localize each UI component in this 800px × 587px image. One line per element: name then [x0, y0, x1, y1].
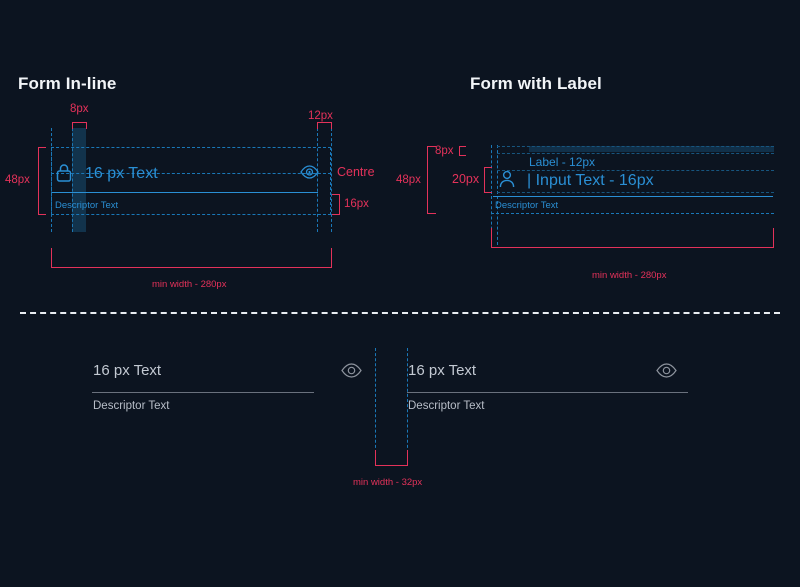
bracket-inline-descriptor-gap — [332, 194, 340, 215]
guide-gutter-left — [375, 348, 376, 453]
annotation-labelled-min-width: min width - 280px — [592, 270, 667, 281]
labelled-input-text[interactable]: | Input Text - 16px — [527, 172, 654, 189]
annotation-labelled-top-gap: 8px — [435, 145, 454, 157]
guide-inline-content-start — [72, 128, 73, 232]
bracket-labelled-label-gap — [484, 167, 492, 193]
example-2-input-text[interactable]: 16 px Text — [408, 362, 477, 379]
guide-labelled-input-bottom — [497, 192, 774, 193]
bracket-inline-left-gap — [72, 122, 87, 129]
band-labelled-top-gap — [529, 146, 774, 152]
example-1-underline — [92, 392, 314, 393]
eye-icon[interactable] — [300, 165, 319, 179]
annotation-inline-alignment: Centre — [337, 165, 375, 179]
guide-gutter-right — [407, 348, 408, 453]
annotation-labelled-height: 48px — [396, 174, 421, 186]
eye-icon[interactable] — [656, 363, 677, 378]
guide-inline-field-box — [51, 147, 331, 215]
labelled-descriptor-text: Descriptor Text — [495, 200, 559, 211]
person-icon — [497, 169, 517, 189]
bracket-labelled-top-gap — [459, 146, 466, 156]
annotation-inline-min-width: min width - 280px — [152, 279, 227, 290]
annotation-labelled-label-gap: 20px — [452, 172, 480, 186]
annotation-inline-height: 48px — [5, 174, 30, 186]
guide-labelled-label-bottom — [497, 170, 774, 171]
bracket-labelled-min-width — [491, 228, 774, 248]
section-title-labelled: Form with Label — [470, 74, 602, 93]
guide-labelled-left-edge — [491, 145, 492, 245]
labelled-input-underline — [493, 196, 773, 197]
guide-labelled-top — [497, 146, 774, 147]
bracket-inline-height — [38, 147, 46, 215]
bracket-inline-min-width — [51, 248, 332, 268]
guide-labelled-label-top — [497, 153, 774, 154]
example-1-descriptor-text: Descriptor Text — [93, 400, 170, 412]
guide-labelled-field-bottom — [491, 213, 774, 214]
guide-inline-right-edge — [331, 128, 332, 232]
annotation-inline-descriptor-gap: 16px — [344, 198, 369, 210]
annotation-gutter-min-width: min width - 32px — [353, 477, 423, 488]
guide-labelled-content-start — [497, 145, 498, 245]
bracket-inline-right-gap — [317, 122, 332, 129]
section-divider — [20, 312, 780, 314]
bracket-gutter-min-width — [375, 450, 408, 466]
guide-inline-content-end — [317, 128, 318, 232]
inline-input-underline — [52, 192, 318, 193]
band-inline-left-gap — [72, 128, 86, 232]
example-1-input-text[interactable]: 16 px Text — [93, 362, 162, 379]
eye-icon[interactable] — [341, 363, 362, 378]
section-title-inline: Form In-line — [18, 74, 117, 93]
annotation-inline-left-gap: 8px — [70, 103, 89, 115]
example-2-descriptor-text: Descriptor Text — [408, 400, 485, 412]
guide-inline-centre-line — [51, 173, 331, 174]
labelled-label-text: Label - 12px — [529, 155, 596, 169]
example-2-underline — [407, 392, 688, 393]
bracket-labelled-height — [427, 146, 436, 214]
lock-icon — [55, 163, 73, 183]
annotation-inline-right-gap: 12px — [308, 110, 333, 122]
inline-descriptor-text: Descriptor Text — [55, 200, 119, 211]
inline-input-text[interactable]: 16 px Text — [85, 165, 158, 182]
